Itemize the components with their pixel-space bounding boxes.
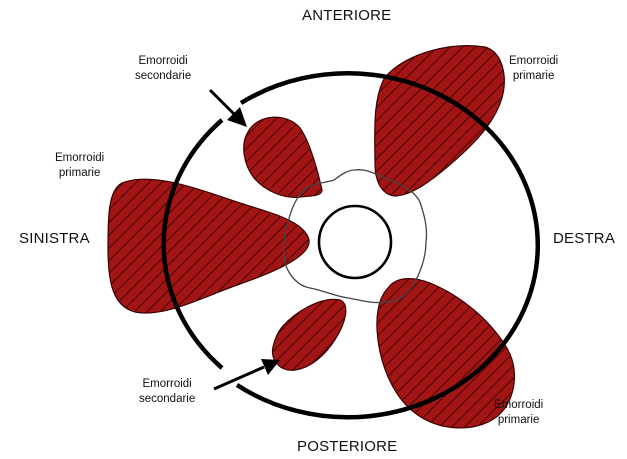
label-primary-left-line1: Emorroidi	[55, 151, 104, 166]
label-primary-left-line2: primarie	[55, 166, 104, 181]
label-posteriore: POSTERIORE	[297, 438, 397, 455]
label-secondary-top: Emorroidi secondarie	[135, 54, 191, 84]
label-primary-top-right: Emorroidi primarie	[509, 54, 558, 84]
label-primary-top-right-line1: Emorroidi	[509, 54, 558, 69]
primary-hemorrhoid-top-right	[375, 46, 505, 196]
secondary-hemorrhoid-top	[244, 117, 322, 197]
primary-hemorrhoid-left	[108, 179, 309, 313]
arrow-secondary-top	[210, 90, 247, 127]
label-secondary-bottom-line2: secondarie	[139, 392, 195, 407]
label-destra: DESTRA	[553, 230, 615, 247]
label-primary-top-right-line2: primarie	[509, 69, 558, 84]
label-primary-bottom-right: Emorroidi primarie	[494, 398, 543, 428]
label-primary-left: Emorroidi primarie	[55, 151, 104, 181]
label-primary-bottom-right-line2: primarie	[494, 413, 543, 428]
label-secondary-top-line1: Emorroidi	[135, 54, 191, 69]
label-secondary-top-line2: secondarie	[135, 69, 191, 84]
arrow-secondary-bottom	[214, 359, 280, 389]
label-secondary-bottom: Emorroidi secondarie	[139, 377, 195, 407]
label-primary-bottom-right-line1: Emorroidi	[494, 398, 543, 413]
label-secondary-bottom-line1: Emorroidi	[139, 377, 195, 392]
anal-lumen	[319, 206, 391, 278]
label-sinistra: SINISTRA	[19, 230, 90, 247]
secondary-hemorrhoid-bottom	[272, 299, 345, 370]
label-anteriore: ANTERIORE	[302, 7, 391, 24]
